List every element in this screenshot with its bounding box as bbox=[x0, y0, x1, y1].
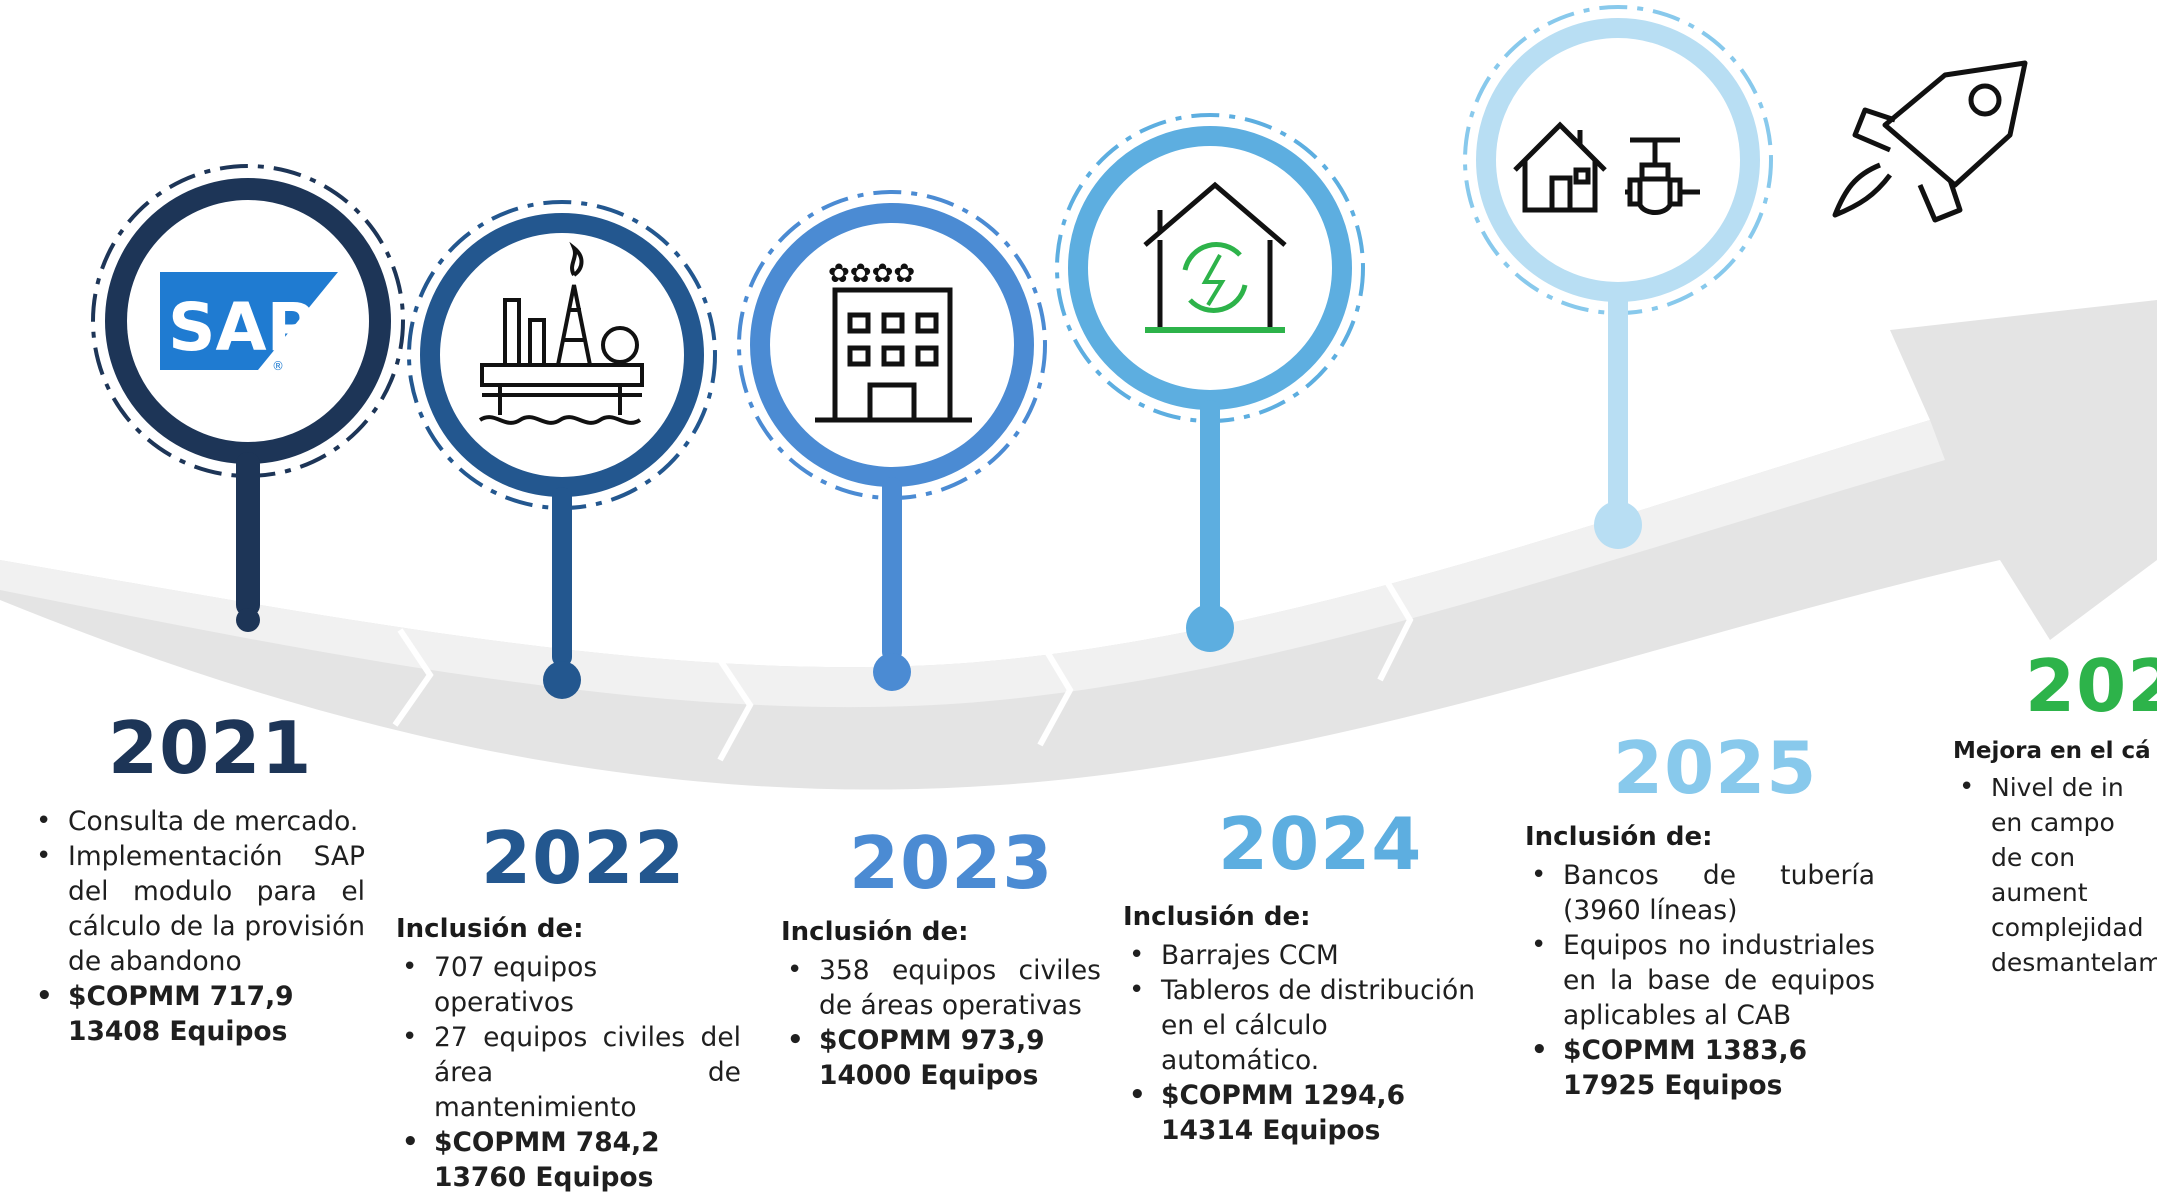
building-icon: ✿✿✿✿ bbox=[815, 259, 972, 423]
milestone-2024: 2024 Inclusión de: Barrajes CCM Tableros… bbox=[1123, 808, 1493, 1148]
bullet-item: Bancos de tubería (3960 líneas) bbox=[1525, 858, 1875, 928]
timeline-arrow bbox=[0, 300, 2157, 790]
equipment-count: 13408 Equipos bbox=[68, 1016, 288, 1047]
equipment-count: 14000 Equipos bbox=[819, 1060, 1039, 1091]
marker-2024 bbox=[1055, 113, 1365, 652]
cost-item: $COPMM 1383,6 17925 Equipos bbox=[1525, 1033, 1875, 1103]
svg-text:®: ® bbox=[272, 359, 284, 373]
year-2025: 2025 bbox=[1613, 726, 1818, 810]
year-2023: 2023 bbox=[849, 821, 1054, 905]
cost-value: $COPMM 717,9 bbox=[68, 981, 294, 1012]
improvement-heading: Mejora en el cá bbox=[1953, 738, 2151, 764]
year-next: 202 bbox=[2025, 650, 2157, 728]
bullet-item: 707 equipos operativos bbox=[396, 950, 741, 1020]
cost-value: $COPMM 1383,6 bbox=[1563, 1035, 1808, 1066]
marker-2025 bbox=[1463, 5, 1773, 549]
cost-item: $COPMM 973,9 14000 Equipos bbox=[781, 1023, 1101, 1093]
cost-item: $COPMM 784,2 13760 Equipos bbox=[396, 1125, 741, 1195]
bullet-item: Equipos no industriales en la base de eq… bbox=[1525, 928, 1875, 1033]
marker-2021: SAP ® bbox=[91, 164, 405, 632]
timeline-graphic: SAP ® bbox=[0, 5, 2157, 790]
year-2024: 2024 bbox=[1218, 802, 1423, 886]
equipment-count: 17925 Equipos bbox=[1563, 1070, 1783, 1101]
equipment-count: 14314 Equipos bbox=[1161, 1115, 1381, 1146]
cost-value: $COPMM 973,9 bbox=[819, 1025, 1045, 1056]
energy-house-icon bbox=[1143, 181, 1287, 333]
sap-logo: SAP ® bbox=[160, 272, 338, 373]
cost-item: $COPMM 1294,6 14314 Equipos bbox=[1123, 1078, 1493, 1148]
svg-text:SAP: SAP bbox=[168, 289, 315, 366]
inclusion-heading: Inclusión de: bbox=[781, 917, 969, 947]
house-and-valve-icon bbox=[1513, 121, 1700, 215]
inclusion-heading: Inclusión de: bbox=[1525, 822, 1713, 852]
offshore-platform-icon bbox=[478, 241, 644, 425]
year-2022: 2022 bbox=[481, 816, 686, 900]
equipment-count: 13760 Equipos bbox=[434, 1162, 654, 1193]
bullet-item: 27 equipos civiles del área de mantenimi… bbox=[396, 1020, 741, 1125]
bullet-item: Consulta de mercado. bbox=[30, 804, 365, 839]
year-2021: 2021 bbox=[108, 706, 313, 790]
inclusion-heading: Inclusión de: bbox=[1123, 902, 1311, 932]
marker-2022 bbox=[407, 200, 717, 699]
bullet-item: Implementación SAP del modulo para el cá… bbox=[30, 839, 365, 979]
marker-2023: ✿✿✿✿ bbox=[737, 190, 1047, 691]
cost-item: $COPMM 717,9 13408 Equipos bbox=[30, 979, 365, 1049]
milestone-2021: 2021 Consulta de mercado. Implementación… bbox=[30, 712, 365, 1049]
milestone-next: 202 Mejora en el cá Nivel de in en campo… bbox=[1953, 650, 2157, 980]
cost-value: $COPMM 784,2 bbox=[434, 1127, 660, 1158]
svg-text:✿✿✿✿: ✿✿✿✿ bbox=[828, 259, 915, 289]
milestone-2022: 2022 Inclusión de: 707 equipos operativo… bbox=[396, 822, 741, 1195]
bullet-item: 358 equipos civiles de áreas operativas bbox=[781, 953, 1101, 1023]
bullet-item: Tableros de distribución en el cálculo a… bbox=[1123, 973, 1493, 1078]
bullet-item: Nivel de in en campo de con aument compl… bbox=[1953, 770, 2157, 980]
milestone-2025: 2025 Inclusión de: Bancos de tubería (39… bbox=[1525, 732, 1875, 1103]
rocket-icon bbox=[1832, 60, 2028, 223]
bullet-item: Barrajes CCM bbox=[1123, 938, 1493, 973]
cost-value: $COPMM 1294,6 bbox=[1161, 1080, 1406, 1111]
inclusion-heading: Inclusión de: bbox=[396, 914, 584, 944]
milestone-2023: 2023 Inclusión de: 358 equipos civiles d… bbox=[781, 827, 1101, 1093]
